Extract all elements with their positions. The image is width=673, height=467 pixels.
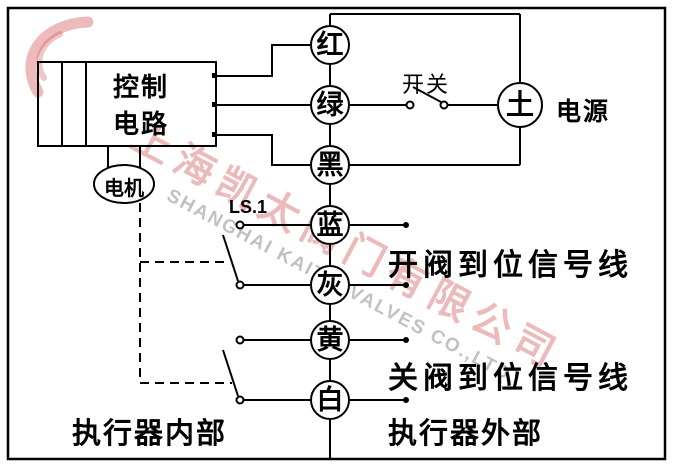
wire-circle-red <box>310 25 350 65</box>
limit-switch1-arm <box>222 234 239 282</box>
wire-circle-group <box>310 25 350 420</box>
box-terminal-3 <box>212 132 217 137</box>
control-box-label-line2: 电路 <box>112 109 169 139</box>
wire-circle-yellow <box>310 320 350 360</box>
box-terminal-2 <box>212 102 217 107</box>
wire-label-black: 黑 <box>316 150 344 180</box>
actuator-internal-label: 执行器内部 <box>72 418 228 450</box>
wire-circle-gray <box>310 265 350 305</box>
power-switch-contact-left <box>405 100 415 110</box>
wire-label-red: 红 <box>316 30 344 60</box>
power-source-symbol <box>497 82 543 128</box>
switch-contacts <box>235 100 449 405</box>
control-box-label-line1: 控制 <box>112 72 169 102</box>
switch-label: 开关 <box>402 72 451 97</box>
white-signal-terminal <box>403 397 409 403</box>
wire-label-green: 绿 <box>316 90 344 120</box>
ls1-contact-bottom <box>235 280 245 290</box>
box-to-red-wire <box>216 44 311 77</box>
gray-signal-terminal <box>403 282 409 288</box>
motor-label: 电机 <box>104 178 144 200</box>
wire-circle-black <box>310 145 350 185</box>
ls2-contact-bottom <box>235 395 245 405</box>
wire-circle-white <box>310 380 350 420</box>
terminal-dots <box>212 73 409 403</box>
power-switch-contact-right <box>439 100 449 110</box>
diagram-frame <box>6 6 667 461</box>
wire-circle-blue <box>310 205 350 245</box>
wire-label-yellow: 黄 <box>316 325 344 355</box>
yellow-signal-terminal <box>403 337 409 343</box>
box-terminal-1 <box>212 73 217 78</box>
power-symbol-glyph: 土 <box>505 89 534 120</box>
power-label: 电源 <box>556 98 611 126</box>
blue-signal-terminal <box>403 222 409 228</box>
ls2-contact-top <box>235 335 245 345</box>
box-to-black-wire <box>216 134 311 166</box>
actuator-external-label: 执行器外部 <box>388 418 544 450</box>
wire-label-gray: 灰 <box>316 270 344 300</box>
limit-switch2-arm <box>222 349 239 397</box>
limit-switch-label: LS.1 <box>229 197 268 217</box>
close-signal-label: 关阀到位信号线 <box>388 362 633 395</box>
wire-circle-green <box>310 85 350 125</box>
open-signal-label: 开阀到位信号线 <box>388 249 633 282</box>
ls1-contact-top <box>235 220 245 230</box>
mechanical-links <box>139 203 232 384</box>
wire-label-white: 白 <box>316 385 344 415</box>
motor-symbol <box>93 164 155 204</box>
wire-label-blue: 蓝 <box>316 210 344 240</box>
power-switch-arm <box>412 86 442 103</box>
